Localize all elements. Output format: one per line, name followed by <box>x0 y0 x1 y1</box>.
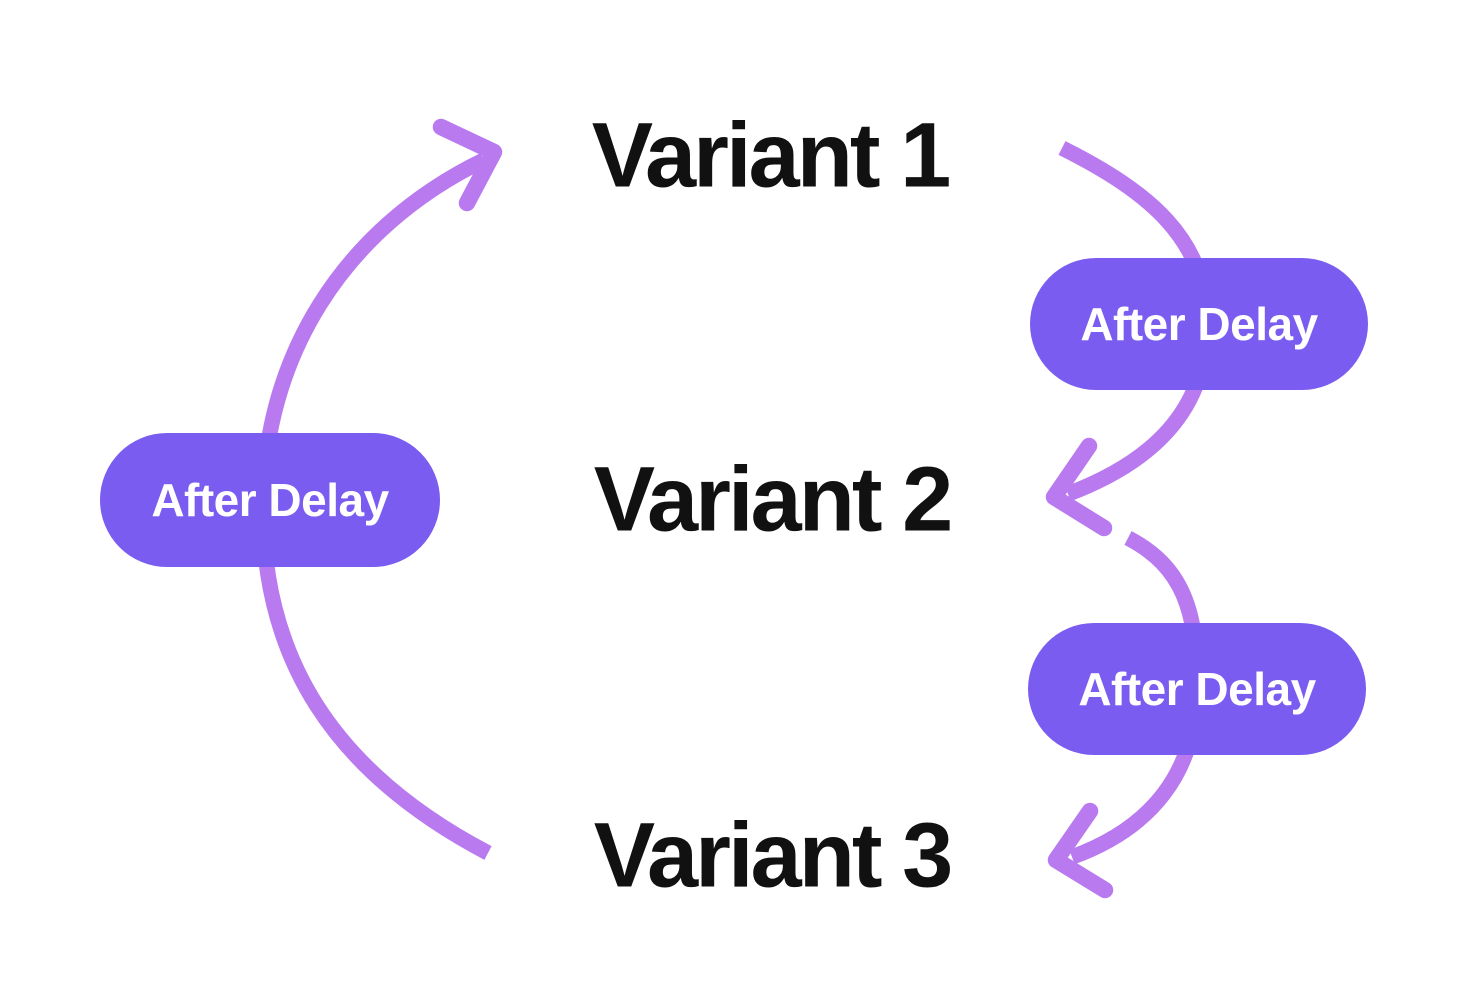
transition-pill-variant1-to-variant2: After Delay <box>1030 258 1368 390</box>
transition-pill-variant3-to-variant1: After Delay <box>100 433 440 567</box>
node-variant-1: Variant 1 <box>591 104 952 207</box>
transition-pill-variant2-to-variant3: After Delay <box>1028 623 1366 755</box>
arrowhead-to-variant2-icon <box>1045 437 1113 537</box>
arrowhead-to-variant1-icon <box>432 118 503 212</box>
arrowhead-to-variant3-icon <box>1047 802 1114 899</box>
node-variant-2: Variant 2 <box>593 448 954 551</box>
node-variant-3: Variant 3 <box>593 804 954 907</box>
